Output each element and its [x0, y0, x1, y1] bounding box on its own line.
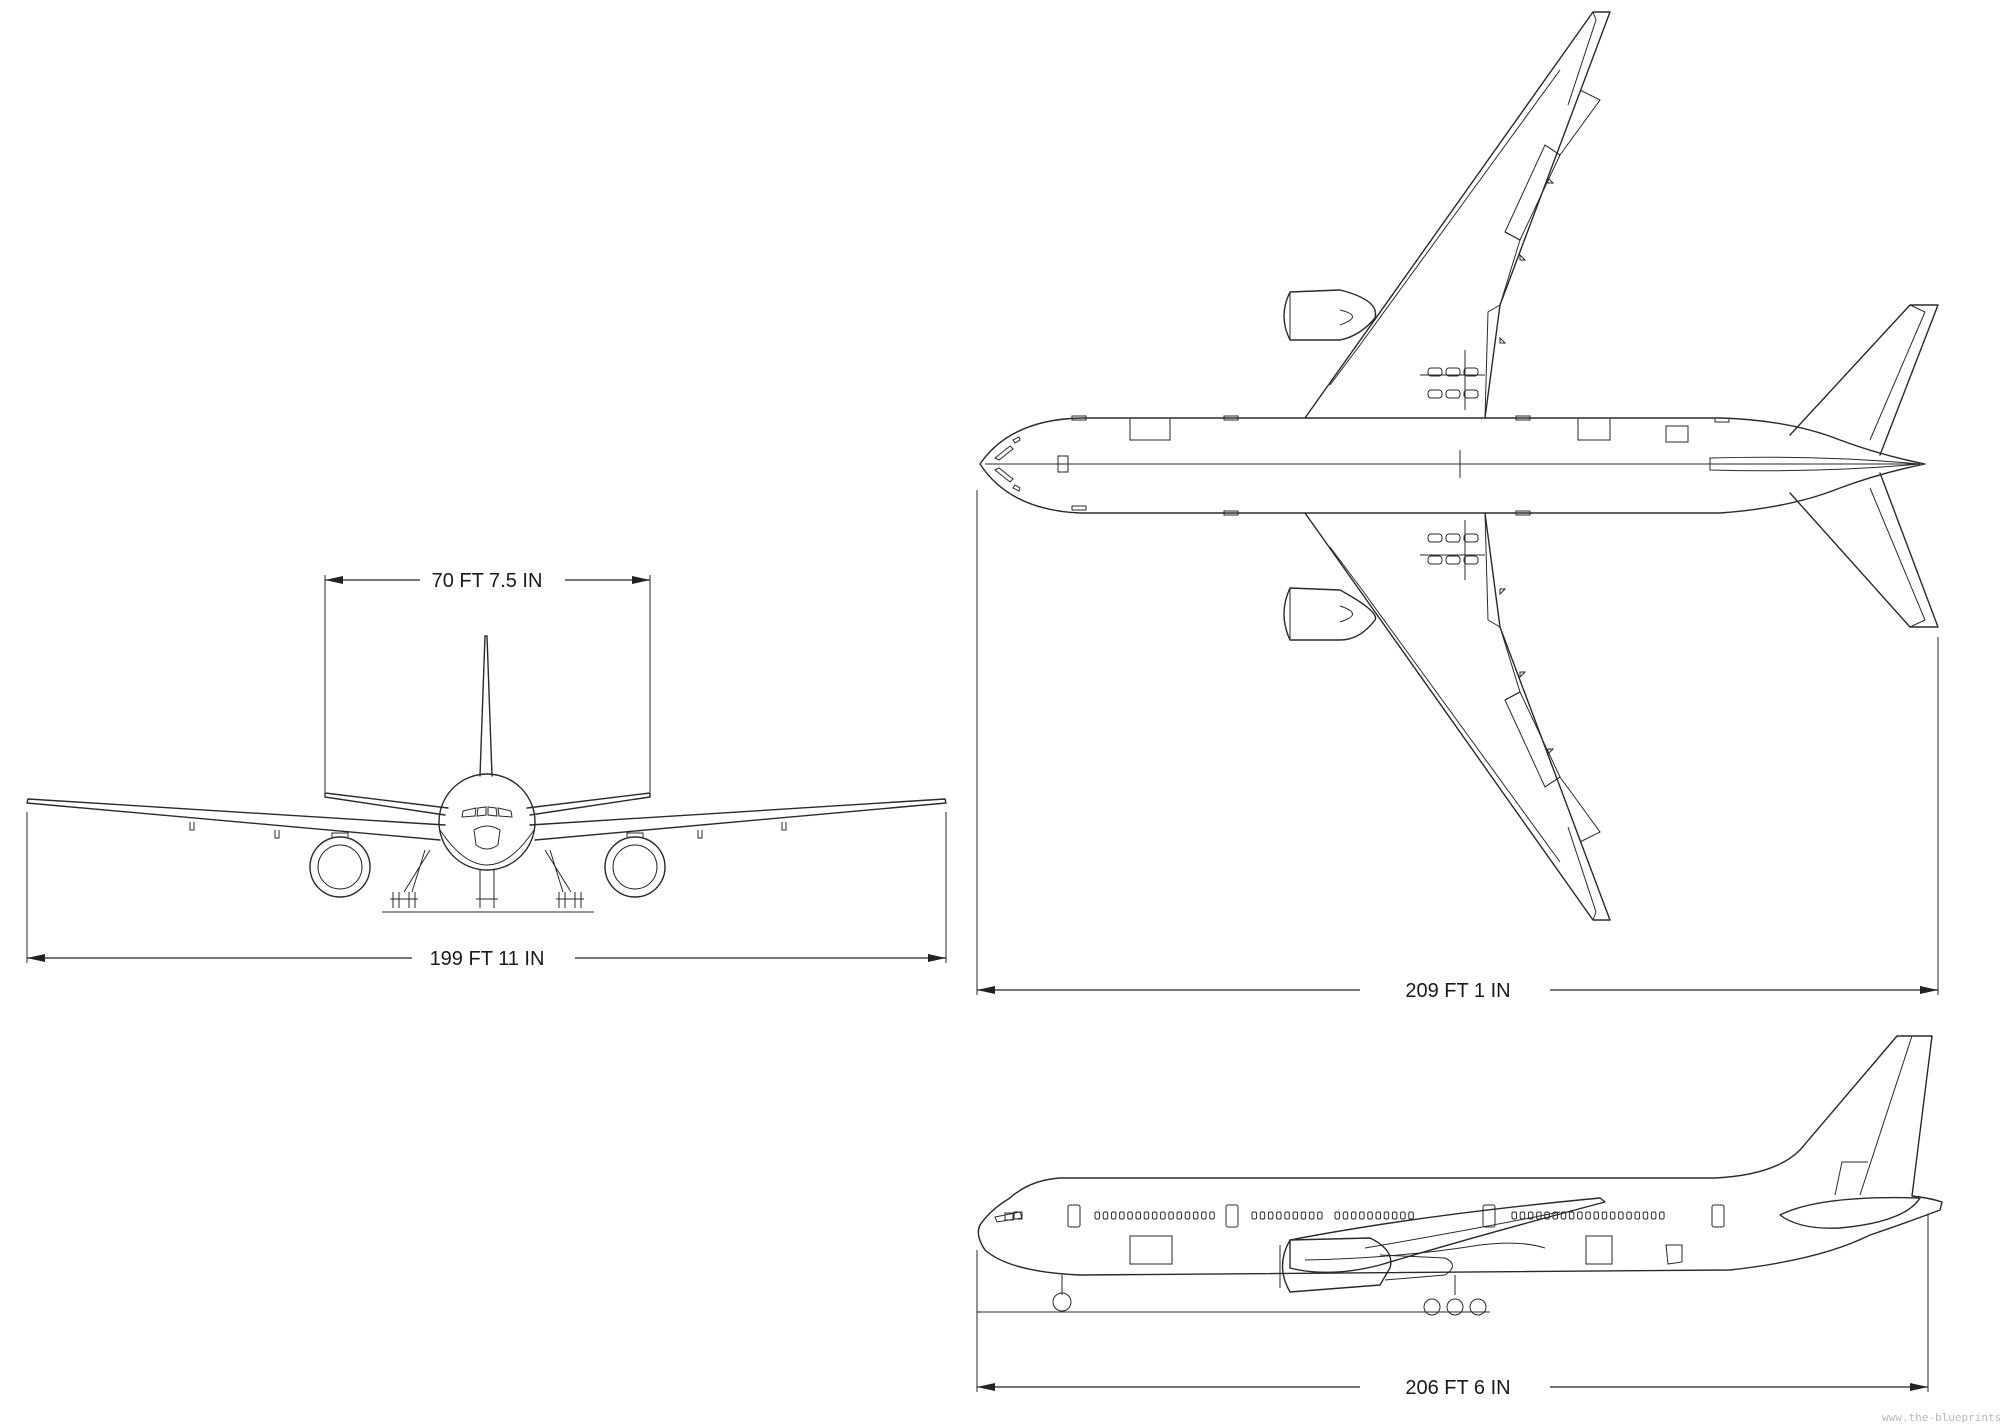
cabin-window [1334, 1211, 1340, 1220]
cabin-window [1642, 1211, 1649, 1220]
cabin-window [1259, 1211, 1266, 1220]
cabin-window [1609, 1211, 1616, 1220]
cabin-window [1577, 1211, 1583, 1220]
cabin-window [1375, 1211, 1381, 1220]
cabin-window [1585, 1211, 1591, 1220]
cabin-window [1276, 1211, 1282, 1220]
cabin-window [1160, 1211, 1166, 1220]
cabin-window [1367, 1211, 1373, 1220]
cabin-window [1593, 1211, 1599, 1220]
cabin-window [1284, 1211, 1290, 1220]
cabin-window [1383, 1211, 1390, 1220]
window-row-1 [1094, 1211, 1215, 1220]
front-view [26, 635, 947, 913]
cabin-window [1119, 1211, 1125, 1220]
window-row-2 [1251, 1211, 1323, 1220]
cabin-window [1601, 1211, 1608, 1220]
length-top-label: 209 FT 1 IN [1405, 980, 1510, 1002]
cabin-window [1192, 1211, 1199, 1220]
cabin-window [1251, 1211, 1257, 1220]
cabin-window [1135, 1211, 1141, 1220]
watermark: www.the-blueprints.com [1882, 1411, 2000, 1424]
cabin-window [1350, 1211, 1357, 1220]
cabin-window [1650, 1211, 1657, 1220]
cabin-window [1094, 1211, 1100, 1220]
cabin-window [1400, 1211, 1406, 1220]
cabin-window [1267, 1211, 1274, 1220]
side-view [977, 1035, 1943, 1316]
dimension-length-top: 209 FT 1 IN [976, 490, 1939, 1002]
cabin-window [1659, 1211, 1665, 1220]
cabin-window [1102, 1211, 1109, 1220]
top-view [979, 11, 1939, 921]
window-row-3 [1334, 1211, 1414, 1220]
cabin-window [1560, 1211, 1567, 1220]
cabin-window [1292, 1211, 1298, 1220]
cabin-window [1342, 1211, 1349, 1220]
cabin-window [1626, 1211, 1632, 1220]
cabin-window [1519, 1211, 1526, 1220]
cabin-window [1176, 1211, 1182, 1220]
cabin-window [1201, 1211, 1207, 1220]
cabin-window [1634, 1211, 1640, 1220]
cabin-window [1359, 1211, 1365, 1220]
cabin-window [1308, 1211, 1315, 1220]
cabin-window [1151, 1211, 1158, 1220]
cabin-window [1511, 1211, 1517, 1220]
cabin-window [1143, 1211, 1150, 1220]
cabin-window [1184, 1211, 1191, 1220]
cabin-window [1391, 1211, 1398, 1220]
cabin-window [1317, 1211, 1323, 1220]
cabin-window [1568, 1211, 1575, 1220]
cabin-window [1110, 1211, 1117, 1220]
cabin-window [1408, 1211, 1414, 1220]
dimension-length-side: 206 FT 6 IN [976, 1215, 1929, 1399]
dimension-tail-height: 70 FT 7.5 IN [324, 570, 651, 792]
length-side-label: 206 FT 6 IN [1405, 1377, 1510, 1399]
cabin-window [1127, 1211, 1133, 1220]
tail-height-label: 70 FT 7.5 IN [432, 570, 543, 592]
cabin-window [1618, 1211, 1624, 1220]
cabin-window [1527, 1211, 1534, 1220]
window-row-4 [1511, 1211, 1665, 1220]
cabin-window [1300, 1211, 1307, 1220]
cabin-window [1168, 1211, 1174, 1220]
wingspan-label: 199 FT 11 IN [430, 948, 545, 970]
cabin-window [1209, 1211, 1215, 1220]
dimension-wingspan: 199 FT 11 IN [26, 812, 947, 970]
